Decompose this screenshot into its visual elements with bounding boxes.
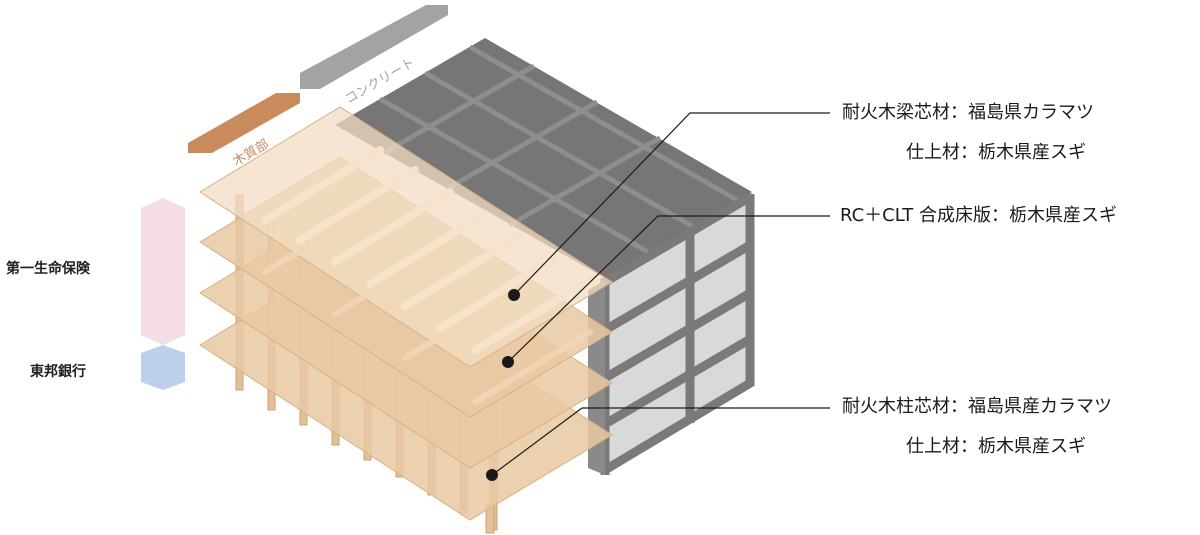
wood-material-tag bbox=[188, 93, 300, 153]
timber-beams-lower bbox=[262, 199, 593, 405]
tenant-upper-bar bbox=[141, 198, 185, 345]
beam-finish-text: 仕上材：栃木県産スギ bbox=[906, 142, 1086, 163]
column-callout-dot bbox=[486, 469, 498, 481]
tenant-lower-label: 東邦銀行 bbox=[30, 364, 86, 380]
beam-callout-dot bbox=[508, 289, 520, 301]
floor-plate-1 bbox=[199, 106, 613, 368]
concrete-material-tag bbox=[300, 5, 448, 89]
tenant-upper-label: 第一生命保険 bbox=[6, 261, 90, 277]
floor-plates bbox=[199, 106, 613, 521]
floor-slab-text: RC＋CLT 合成床版：栃木県産スギ bbox=[840, 205, 1118, 226]
concrete-top-grid bbox=[378, 44, 739, 255]
timber-beams bbox=[261, 146, 594, 354]
beam-material-text: 耐火木梁芯材：福島県カラマツ bbox=[842, 102, 1094, 123]
column-finish-text: 仕上材：栃木県産スギ bbox=[906, 436, 1086, 457]
leader-lines bbox=[491, 112, 830, 476]
concrete-core-top bbox=[335, 38, 752, 278]
slab-callout-dot bbox=[502, 356, 514, 368]
tenant-lower-bar bbox=[141, 345, 185, 390]
column-material-text: 耐火木柱芯材：福島県産カラマツ bbox=[842, 396, 1112, 417]
